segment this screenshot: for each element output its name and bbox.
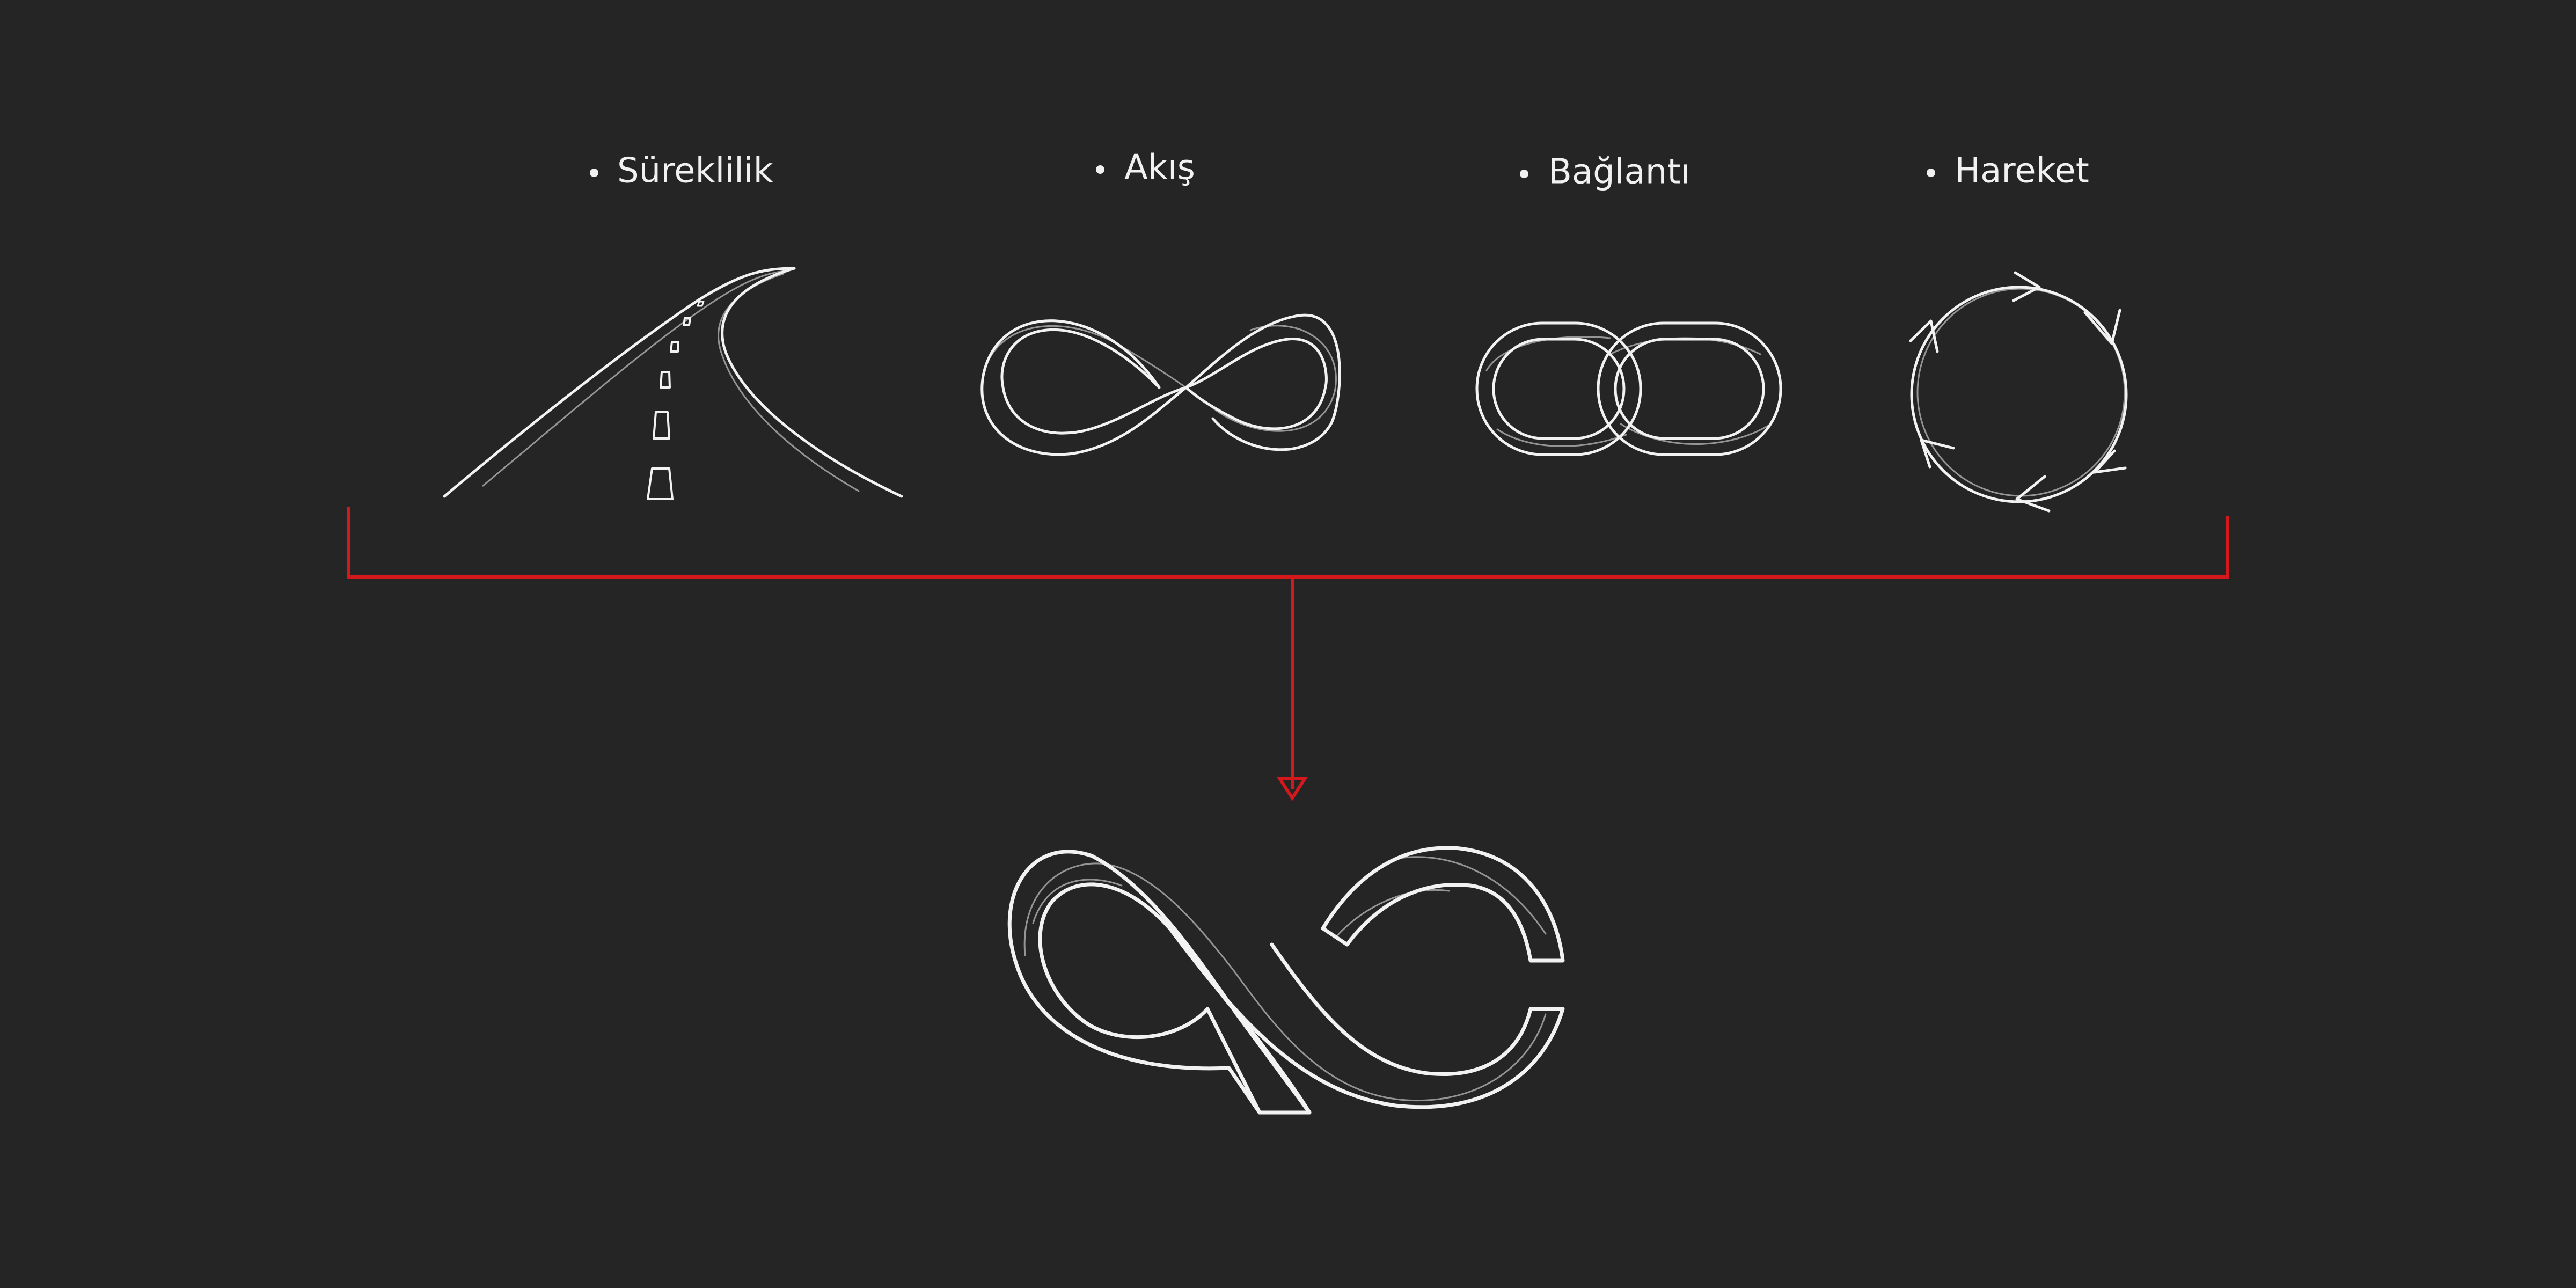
brand-logo-infinity-icon xyxy=(1007,846,1565,1115)
concept-label-group-2: Bağlantı xyxy=(1520,152,1690,192)
bullet-icon xyxy=(1520,170,1528,178)
bullet-icon xyxy=(590,169,598,177)
chain-link-icon xyxy=(1475,321,1782,456)
bullet-icon xyxy=(1096,165,1104,174)
concept-label-continuity: Süreklilik xyxy=(617,151,773,191)
concept-label-flow: Akış xyxy=(1124,148,1195,188)
circular-arrows-icon xyxy=(1909,271,2128,513)
infinity-icon xyxy=(980,313,1341,456)
concept-label-movement: Hareket xyxy=(1955,151,2089,191)
arrow-down-icon xyxy=(1276,777,1308,801)
concept-label-connection: Bağlantı xyxy=(1548,152,1690,192)
concept-label-group-1: Akış xyxy=(1096,148,1195,188)
connector-bracket xyxy=(347,507,2229,801)
concept-label-group-0: Süreklilik xyxy=(590,151,773,191)
concept-label-group-3: Hareket xyxy=(1927,151,2089,191)
road-icon xyxy=(443,267,903,500)
bullet-icon xyxy=(1927,169,1935,177)
